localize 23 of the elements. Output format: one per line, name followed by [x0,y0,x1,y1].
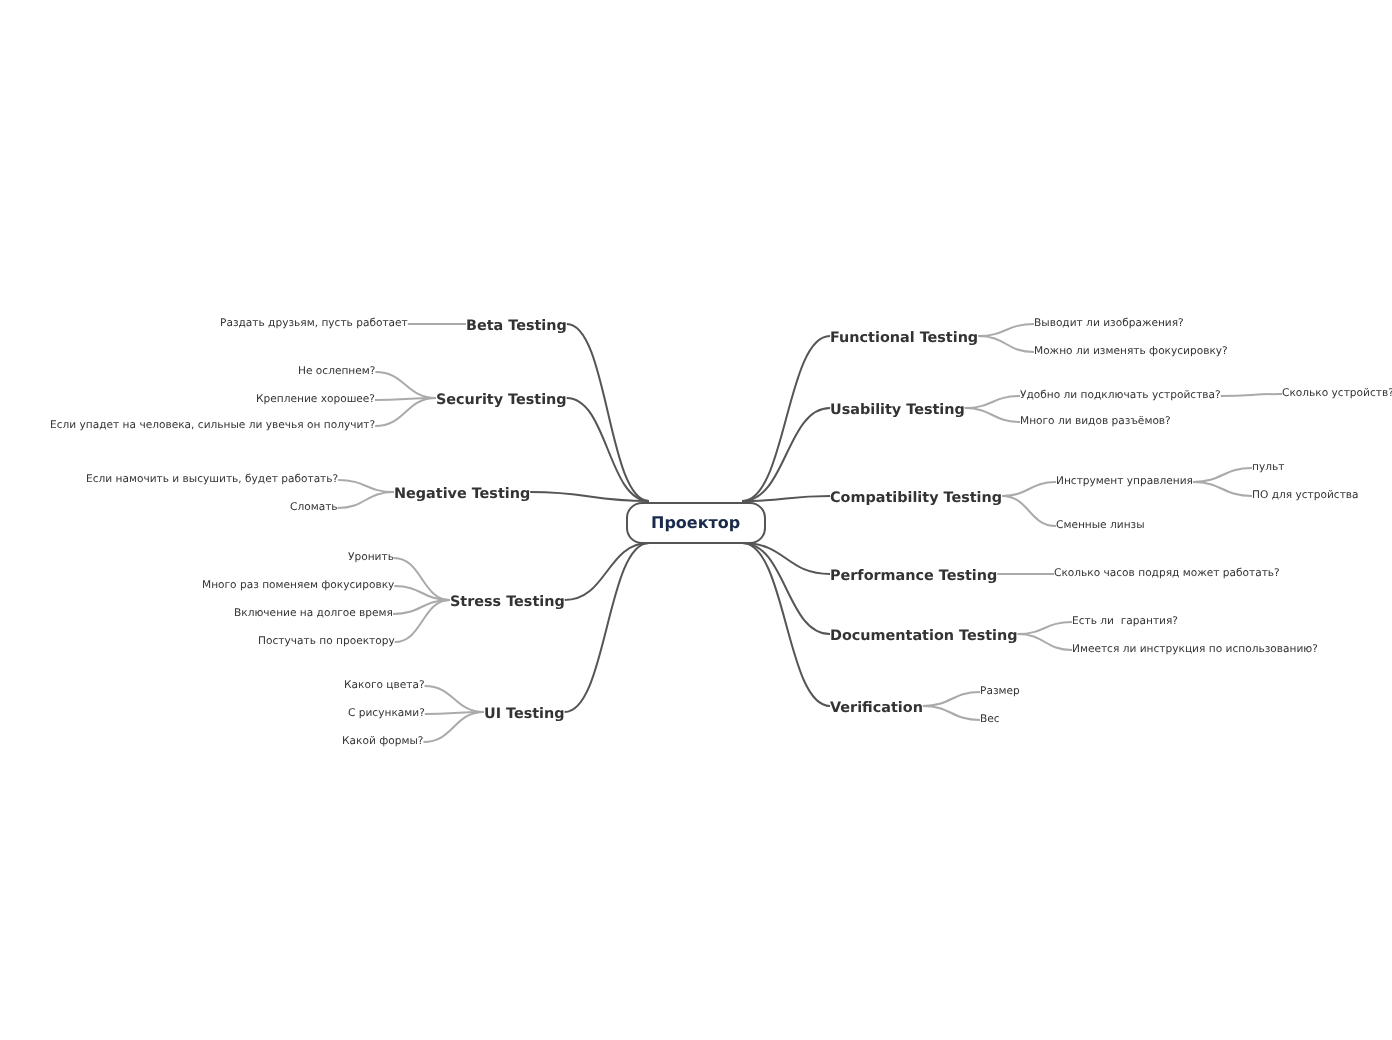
connector [392,599,451,615]
connector [374,397,437,427]
connector [977,335,1035,353]
connector [963,407,1021,423]
connector [392,557,451,601]
connector [422,711,485,743]
branch-connector [565,397,650,502]
branch-connector [565,323,650,502]
branch-connector [741,495,831,502]
connector [996,573,1055,575]
connector [1001,495,1057,527]
connector [1016,633,1073,651]
central-topic: Проектор [625,501,767,543]
branch-connector [563,542,650,713]
connector [1191,481,1253,497]
connector [393,599,451,643]
connector [406,323,467,325]
connector [336,491,395,509]
branch-connector [741,407,831,502]
connector [921,705,981,721]
branch-connector [741,335,831,502]
branch-connector [741,542,831,707]
connector [1219,393,1283,397]
